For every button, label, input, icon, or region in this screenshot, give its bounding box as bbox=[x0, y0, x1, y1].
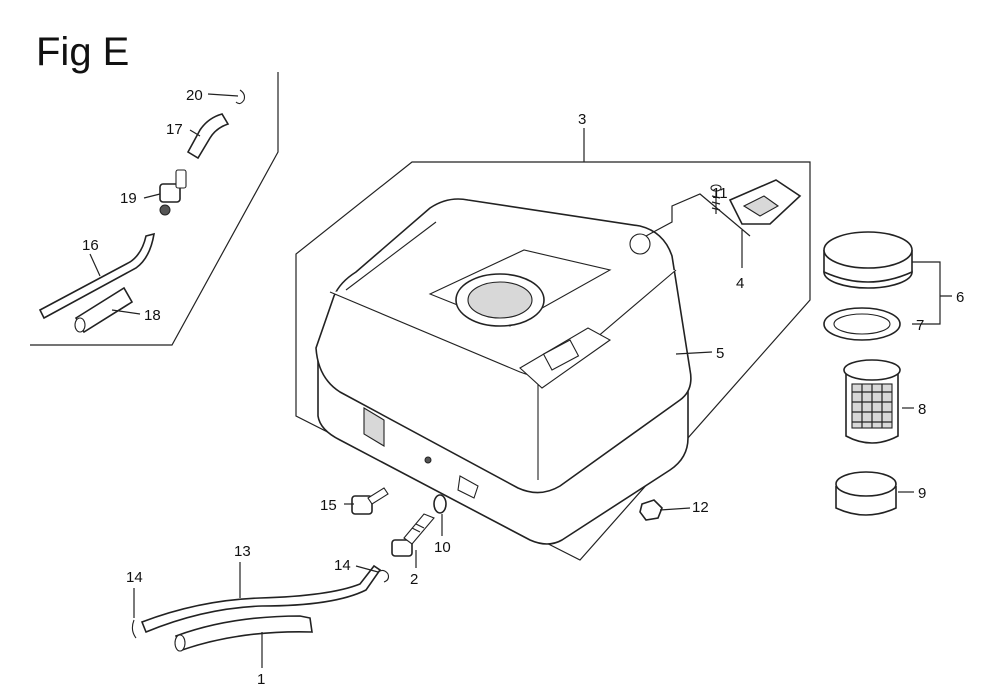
leader-lines bbox=[89, 93, 952, 668]
callout-7: 7 bbox=[916, 317, 924, 334]
part-12-nut bbox=[639, 499, 663, 521]
part-8-fuel-filter bbox=[843, 359, 901, 444]
callout-6: 6 bbox=[956, 289, 964, 306]
callout-9: 9 bbox=[918, 485, 926, 502]
part-10-washer bbox=[433, 494, 447, 514]
part-19-valve bbox=[159, 169, 187, 216]
fuel-tank bbox=[315, 198, 692, 545]
callout-18: 18 bbox=[144, 307, 161, 324]
callout-2: 2 bbox=[410, 571, 418, 588]
part-6-fuel-cap bbox=[823, 231, 913, 289]
part-14-clip bbox=[377, 569, 390, 583]
part-11-screw bbox=[710, 184, 722, 214]
callout-4: 4 bbox=[736, 275, 744, 292]
part-9-ring bbox=[835, 471, 897, 516]
inset-panel bbox=[30, 72, 279, 346]
callout-12: 12 bbox=[692, 499, 709, 516]
callout-11: 11 bbox=[712, 185, 728, 202]
callout-14: 14 bbox=[334, 557, 351, 574]
callout-20: 20 bbox=[186, 87, 203, 104]
part-2-fuel-valve bbox=[391, 513, 435, 557]
figure-title: Fig E bbox=[36, 30, 130, 74]
callout-labels: 20 17 19 16 18 3 11 4 5 6 7 8 9 12 15 10… bbox=[82, 87, 964, 688]
part-1-hose bbox=[174, 615, 313, 651]
callout-19: 19 bbox=[120, 190, 137, 207]
part-15-bolt bbox=[351, 487, 389, 515]
callout-15: 15 bbox=[320, 497, 337, 514]
part-16-hose bbox=[38, 232, 155, 320]
part-20-clip bbox=[235, 89, 246, 105]
part-4-fuel-gauge bbox=[629, 179, 802, 255]
part-7-gasket bbox=[823, 307, 901, 341]
callout-5: 5 bbox=[716, 345, 724, 362]
part-13-fuel-line bbox=[140, 564, 382, 634]
callout-14b: 14 bbox=[126, 569, 143, 586]
callout-13: 13 bbox=[234, 543, 251, 560]
tank-group-outline bbox=[295, 161, 811, 561]
callout-8: 8 bbox=[918, 401, 926, 418]
callout-17: 17 bbox=[166, 121, 183, 138]
callout-3: 3 bbox=[578, 111, 586, 128]
callout-10: 10 bbox=[434, 539, 451, 556]
part-17-hose bbox=[186, 113, 230, 160]
callout-16: 16 bbox=[82, 237, 99, 254]
callout-1: 1 bbox=[257, 671, 265, 688]
